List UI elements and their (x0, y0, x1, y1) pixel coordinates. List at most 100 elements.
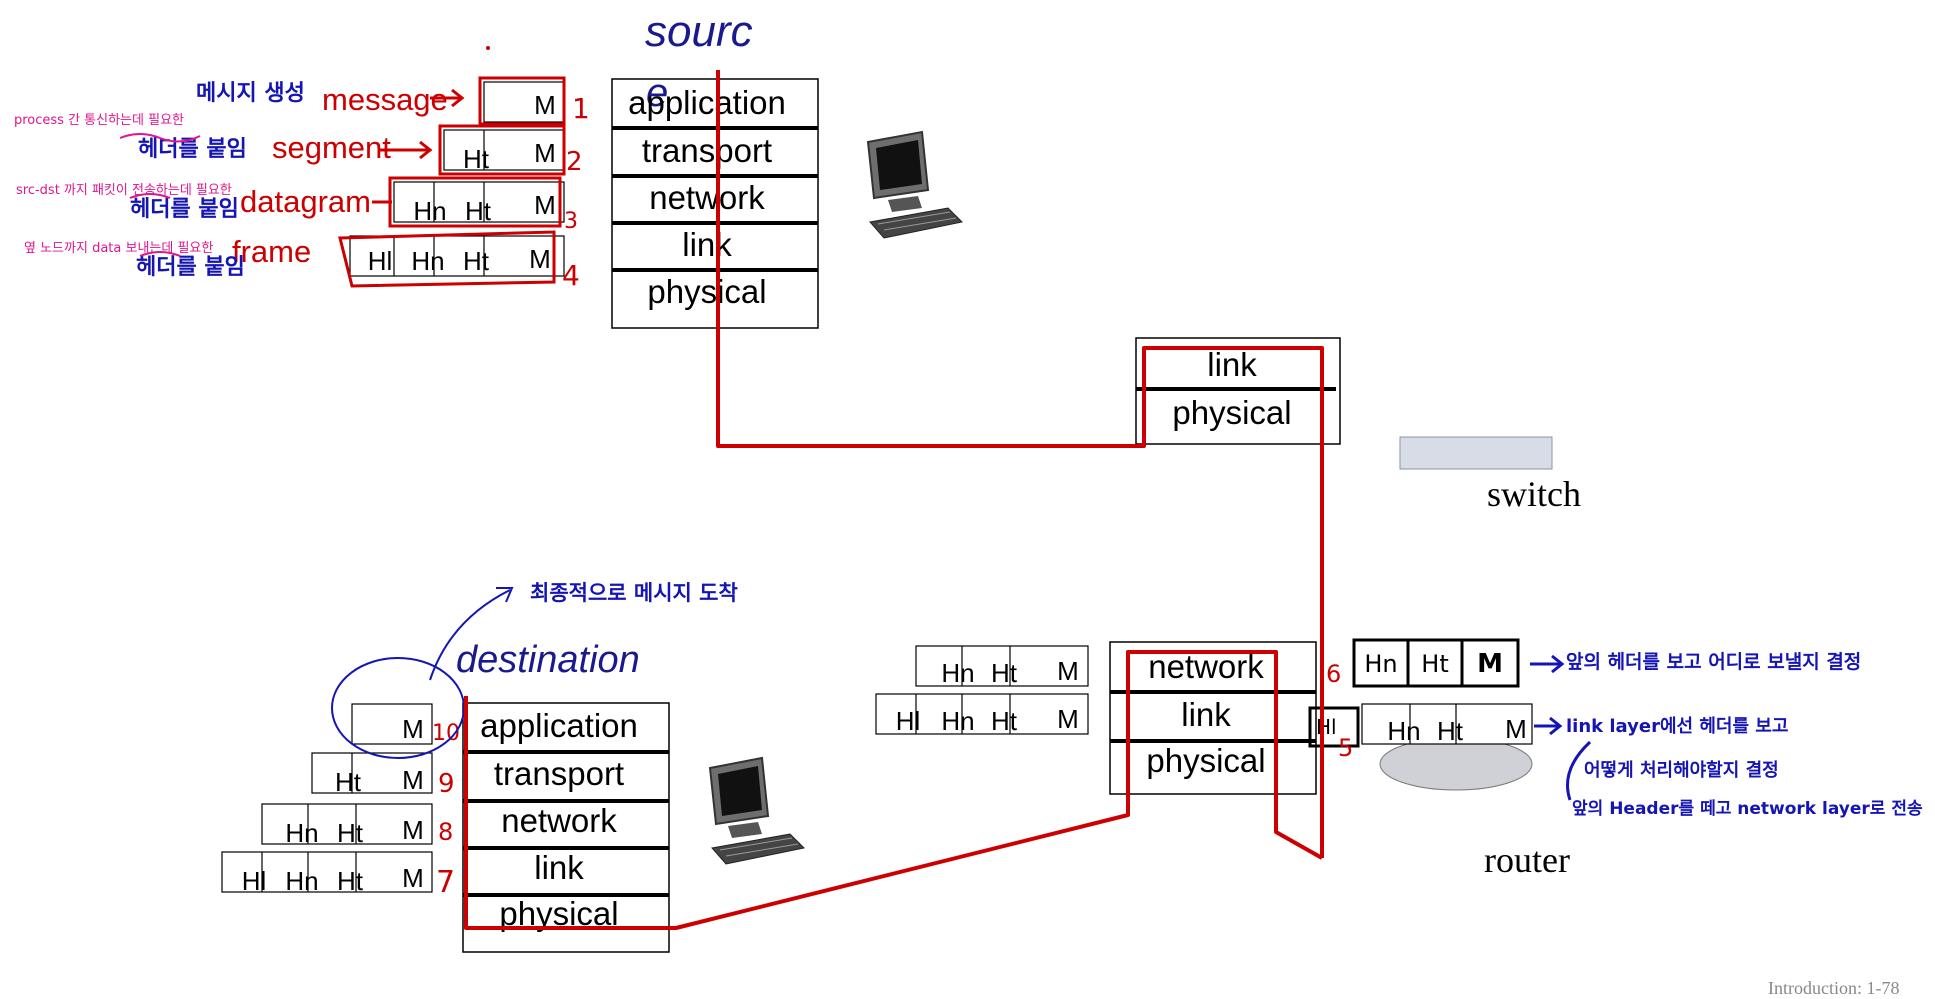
router-incoming-packet-link: Hl Hn Ht M (875, 693, 1089, 736)
pink-underline (119, 133, 201, 143)
router-label: router (1484, 840, 1570, 880)
annotation-arrow-icon (429, 587, 514, 681)
source-protocol-stack: application transport network link physi… (611, 78, 819, 329)
packet-field: Ht (1421, 650, 1448, 678)
source-packet-frame: Hl Hn Ht M (349, 235, 565, 277)
note-router-how-process: 어떻게 처리해야할지 결정 (1584, 759, 1779, 781)
source-step-2: 2 (566, 147, 583, 177)
arrow-icon (380, 140, 433, 160)
packet-field: Ht (463, 246, 490, 276)
packet-field: M (402, 714, 424, 744)
slide-footer: Introduction: 1-78 (1768, 978, 1899, 998)
source-step-3: 3 (564, 209, 578, 234)
note-router-strip-header: 앞의 Header를 떼고 network layer로 전송 (1572, 799, 1923, 819)
source-packet-message: M (483, 81, 565, 123)
destination-layer-link: link (534, 849, 584, 886)
switch-layer-physical: physical (1172, 394, 1291, 431)
destination-layer-physical: physical (499, 895, 618, 932)
source-layer-application: application (628, 84, 786, 121)
destination-packet-message: M (351, 703, 433, 745)
red-dot-mark (486, 46, 490, 50)
pdu-label-datagram: datagram (240, 184, 371, 219)
packet-field: Hl (368, 246, 393, 276)
note-router-decide-where: 앞의 헤더를 보고 어디로 보낼지 결정 (1566, 651, 1861, 673)
switch-protocol-stack: link physical (1135, 337, 1341, 445)
packet-field: M (402, 765, 424, 795)
pdu-label-frame: frame (232, 234, 311, 269)
source-highlight-boxes (338, 76, 566, 288)
router-outgoing-packet: Hn Ht M Hl (1308, 703, 1533, 791)
arrow-icon (1534, 716, 1563, 736)
packet-field: Hl (896, 706, 921, 736)
packet-field: Hn (1364, 650, 1397, 678)
switch-layer-link: link (1207, 346, 1257, 383)
source-layer-transport: transport (642, 132, 772, 169)
note-header-2: 헤더를 붙임 (130, 197, 239, 222)
note-router-link-header: link layer에선 헤더를 보고 (1566, 716, 1788, 737)
packet-field: M (402, 815, 424, 845)
packet-field: Ht (1437, 716, 1464, 746)
packet-route-path (464, 70, 1324, 930)
switch-label: switch (1487, 474, 1581, 514)
source-title: sourc (645, 7, 753, 56)
note-process: process 간 통신하는데 필요한 (14, 113, 184, 128)
destination-title: destination (456, 639, 640, 681)
router-handwritten-packet: Hn Ht M (1352, 638, 1520, 688)
arrow-icon (1530, 654, 1565, 674)
source-layer-network: network (649, 179, 765, 216)
source-step-4: 4 (562, 259, 580, 292)
router-step-5: 5 (1338, 734, 1353, 762)
packet-field: Hn (941, 706, 974, 736)
pink-underline (129, 193, 171, 199)
source-title-tail: e (646, 71, 668, 115)
packet-field: M (529, 244, 551, 274)
note-final-arrival: 최종적으로 메시지 도착 (530, 581, 738, 605)
packet-field: M (534, 90, 556, 120)
destination-layer-network: network (501, 802, 617, 839)
packet-field: Hn (413, 196, 446, 226)
router-protocol-stack: network link physical (1109, 641, 1317, 795)
source-packet-segment: Ht M (443, 129, 565, 174)
packet-field: Ht (337, 866, 364, 896)
packet-field: Ht (335, 767, 362, 797)
router-step-6: 6 (1326, 660, 1341, 688)
destination-layer-transport: transport (494, 755, 624, 792)
source-computer-icon (866, 130, 964, 239)
destination-packet-datagram: Hn Ht M (261, 803, 433, 848)
destination-step-7: 7 (436, 865, 455, 900)
router-incoming-packet-network: Hn Ht M (915, 645, 1089, 688)
packet-field: M (1505, 714, 1527, 744)
pink-underline (139, 251, 181, 257)
note-link-data: 옆 노드까지 data 보내는데 필요한 (24, 241, 213, 256)
destination-layer-application: application (480, 707, 638, 744)
packet-field: M (534, 190, 556, 220)
packet-field: M (1057, 656, 1079, 686)
packet-field: Hn (285, 818, 318, 848)
packet-field: Hn (411, 246, 444, 276)
pdu-label-segment: segment (272, 130, 391, 165)
destination-step-9: 9 (438, 769, 455, 799)
destination-packet-segment: Ht M (311, 752, 433, 797)
destination-computer-icon (708, 756, 806, 865)
packet-field: M (534, 138, 556, 168)
destination-protocol-stack: application transport network link physi… (462, 702, 670, 953)
router-layer-network: network (1148, 648, 1264, 685)
packet-field: M (1057, 704, 1079, 734)
source-layer-link: link (682, 226, 732, 263)
packet-field: Hn (1387, 716, 1420, 746)
source-step-1: 1 (572, 92, 590, 125)
arrow-icon (430, 88, 465, 108)
pdu-label-message: message (322, 82, 448, 117)
packet-field: Ht (465, 196, 492, 226)
note-brace (1566, 740, 1592, 801)
destination-packet-frame: Hl Hn Ht M (221, 851, 433, 896)
destination-step-8: 8 (438, 818, 453, 846)
router-layer-link: link (1181, 696, 1231, 733)
source-packet-datagram: Hn Ht M (393, 181, 565, 226)
router-hl-field: Hl (1316, 715, 1337, 739)
router-layer-physical: physical (1146, 742, 1265, 779)
note-header-1: 헤더를 붙임 (138, 137, 247, 162)
note-src-dst: src-dst 까지 패킷이 전송하는데 필요한 (16, 183, 232, 198)
packet-field: Ht (337, 818, 364, 848)
packet-field: Hn (941, 658, 974, 688)
